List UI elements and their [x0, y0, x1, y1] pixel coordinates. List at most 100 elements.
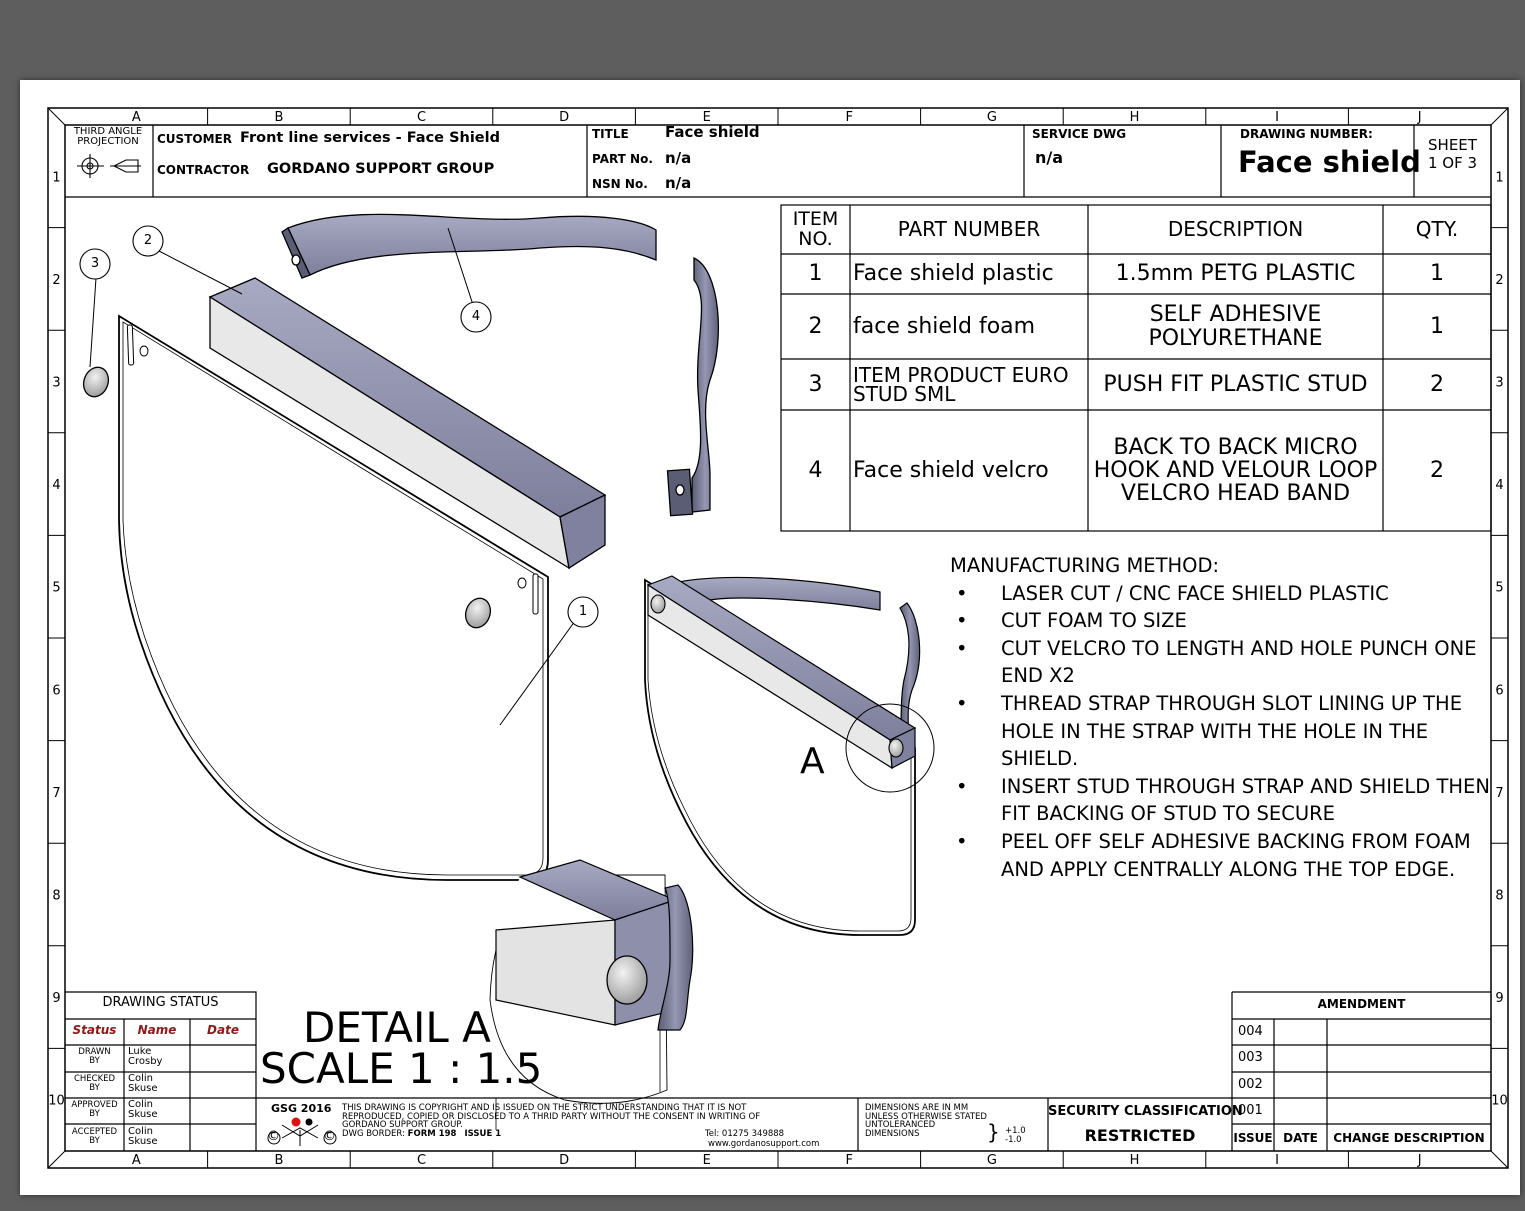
- callout-3: 3: [90, 256, 100, 271]
- grid-label: J: [1417, 110, 1422, 125]
- bom-row-part: Face shield velcro: [853, 457, 1049, 483]
- bom-row-item: 4: [808, 457, 823, 483]
- bom-row-qty: 2: [1430, 371, 1444, 397]
- grid-label: G: [987, 110, 997, 125]
- grid-label: H: [1130, 1153, 1140, 1168]
- grid-label: 5: [1495, 581, 1503, 596]
- corner-marks: [47, 107, 1509, 1169]
- grid-label: B: [274, 110, 283, 125]
- amendment-issue-header: ISSUE: [1233, 1131, 1273, 1145]
- bom-row-qty: 1: [1430, 313, 1444, 339]
- grid-label: D: [559, 110, 569, 125]
- bom-row-qty: 2: [1430, 457, 1444, 483]
- grid-label: 9: [52, 991, 60, 1006]
- nsn-no-label: NSN No.: [592, 177, 648, 191]
- drawing-number-value: Face shield: [1238, 145, 1421, 179]
- copyright-text: THIS DRAWING IS COPYRIGHT AND IS ISSUED …: [342, 1103, 761, 1139]
- gsg-logo: [267, 1117, 337, 1146]
- velcro-strap-part: [281, 213, 719, 517]
- grid-label: F: [846, 1153, 853, 1168]
- callout-2: 2: [143, 233, 153, 248]
- copyright-mark-left: ©: [267, 1129, 280, 1144]
- part-no-label: PART No.: [592, 152, 653, 166]
- grid-label: I: [1275, 110, 1279, 125]
- grid-label: 6: [52, 683, 60, 698]
- amendment-change-header: CHANGE DESCRIPTION: [1333, 1131, 1485, 1145]
- grid-label: C: [417, 110, 426, 125]
- bom-row-item: 3: [808, 371, 823, 397]
- customer-value: Front line services - Face Shield: [240, 130, 500, 146]
- tolerance-brace: }: [987, 1120, 1000, 1144]
- contractor-label: CONTRACTOR: [157, 163, 250, 177]
- grid-label: 10: [48, 1094, 65, 1109]
- grid-label: 3: [1495, 376, 1503, 391]
- title-label: TITLE: [592, 127, 629, 141]
- tolerance-values: +1.0-1.0: [1005, 1126, 1026, 1145]
- grid-label: 10: [1491, 1094, 1508, 1109]
- grid-label: A: [132, 1153, 141, 1168]
- method-step: •LASER CUT / CNC FACE SHIELD PLASTIC: [950, 580, 1510, 608]
- bom-row-item: 1: [808, 261, 823, 287]
- drawing-number-label: DRAWING NUMBER:: [1240, 127, 1373, 141]
- footer-tel: Tel: 01275 349888: [705, 1129, 785, 1139]
- amendment-issue: 004: [1238, 1024, 1263, 1039]
- grid-label: A: [132, 110, 141, 125]
- assembled-view: [644, 575, 935, 936]
- foam-bar-part: [208, 277, 607, 570]
- bom-row-item: 2: [808, 313, 823, 339]
- callout-leaders: [89, 227, 576, 726]
- title-block-lines: [65, 125, 1491, 198]
- grid-label: E: [703, 110, 711, 125]
- callout-balloons: [79, 225, 599, 628]
- grid-label: 3: [52, 376, 60, 391]
- detail-a-view: [489, 859, 694, 1130]
- detail-a-marker-circle: [845, 703, 935, 793]
- security-label: SECURITY CLASSIFICATION: [1048, 1104, 1243, 1119]
- grid-label: 4: [1495, 478, 1503, 493]
- nsn-no-value: n/a: [665, 174, 692, 192]
- part-no-value: n/a: [665, 149, 692, 167]
- stud-part: [82, 366, 492, 629]
- method-step: •THREAD STRAP THROUGH SLOT LINING UP THE…: [956, 691, 1463, 771]
- grid-label: 2: [1495, 273, 1503, 288]
- grid-label: 6: [1495, 683, 1503, 698]
- service-dwg-label: SERVICE DWG: [1032, 127, 1127, 141]
- bom-header-part: PART NUMBER: [897, 217, 1041, 241]
- bom-row-desc: 1.5mm PETG PLASTIC: [1115, 261, 1356, 287]
- grid-label: 7: [1495, 786, 1503, 801]
- method-heading: MANUFACTURING METHOD:: [950, 554, 1220, 577]
- grid-label: J: [1417, 1153, 1422, 1168]
- grid-label: G: [987, 1153, 997, 1168]
- grid-label: C: [417, 1153, 426, 1168]
- grid-label: F: [846, 110, 853, 125]
- detail-scale: SCALE 1 : 1.5: [260, 1044, 543, 1093]
- grid-label: 7: [52, 786, 60, 801]
- method-step: • INSERT STUD THROUGH STRAP AND SHIELD T…: [956, 774, 1490, 826]
- bom-table-lines: [780, 204, 1492, 532]
- bullet: •: [956, 581, 968, 605]
- sheet-label: SHEET: [1428, 136, 1477, 154]
- bom-row-desc: PUSH FIT PLASTIC STUD: [1103, 371, 1368, 397]
- status-col-header: Status: [72, 1023, 117, 1037]
- grid-label: 8: [1495, 889, 1503, 904]
- grid-label: 1: [52, 170, 60, 185]
- grid-label: E: [703, 1153, 711, 1168]
- bom-row-part: ITEM PRODUCT EURO STUD SML: [853, 362, 1069, 406]
- security-value: RESTRICTED: [1084, 1126, 1196, 1145]
- customer-label: CUSTOMER: [157, 132, 232, 146]
- detail-a-marker: A: [800, 741, 825, 782]
- bottom-block-lines: [65, 991, 1491, 1151]
- grid-label: 1: [1495, 170, 1503, 185]
- contractor-value: GORDANO SUPPORT GROUP: [267, 161, 495, 177]
- grid-label: D: [559, 1153, 569, 1168]
- bom-header-qty: QTY.: [1415, 217, 1459, 241]
- title-value: Face shield: [665, 123, 760, 141]
